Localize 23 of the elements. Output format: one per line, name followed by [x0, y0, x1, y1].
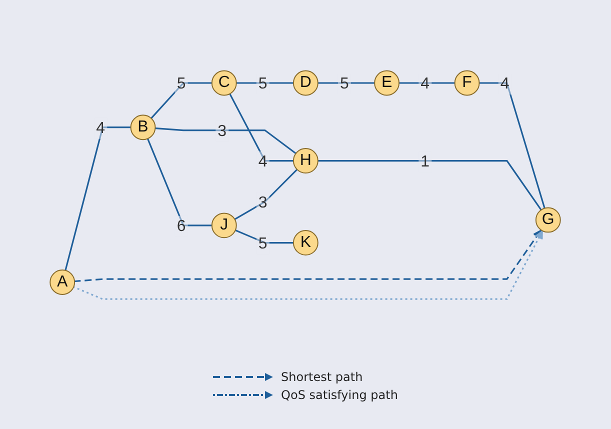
arrow — [72, 230, 543, 300]
connector — [150, 82, 212, 120]
connector — [317, 160, 542, 210]
connector — [317, 82, 376, 84]
node-circle: D — [292, 70, 318, 96]
arrow — [73, 230, 542, 282]
node-circle: F — [454, 70, 480, 96]
legend-label: QoS satisfying path — [281, 388, 398, 402]
legend-label: Shortest path — [281, 370, 363, 384]
node-circle: H — [292, 148, 318, 174]
connector — [154, 127, 297, 154]
node-circle: K — [292, 230, 318, 256]
node-circle: A — [49, 269, 75, 295]
connector — [228, 93, 294, 162]
node-circle: C — [211, 70, 237, 96]
node-circle: E — [374, 70, 400, 96]
connector — [398, 82, 456, 84]
node-circle: B — [130, 114, 156, 140]
connector — [64, 126, 132, 272]
connector — [478, 82, 546, 208]
connector — [236, 82, 294, 84]
node-circle: G — [535, 207, 561, 233]
node-circle: J — [211, 212, 237, 238]
